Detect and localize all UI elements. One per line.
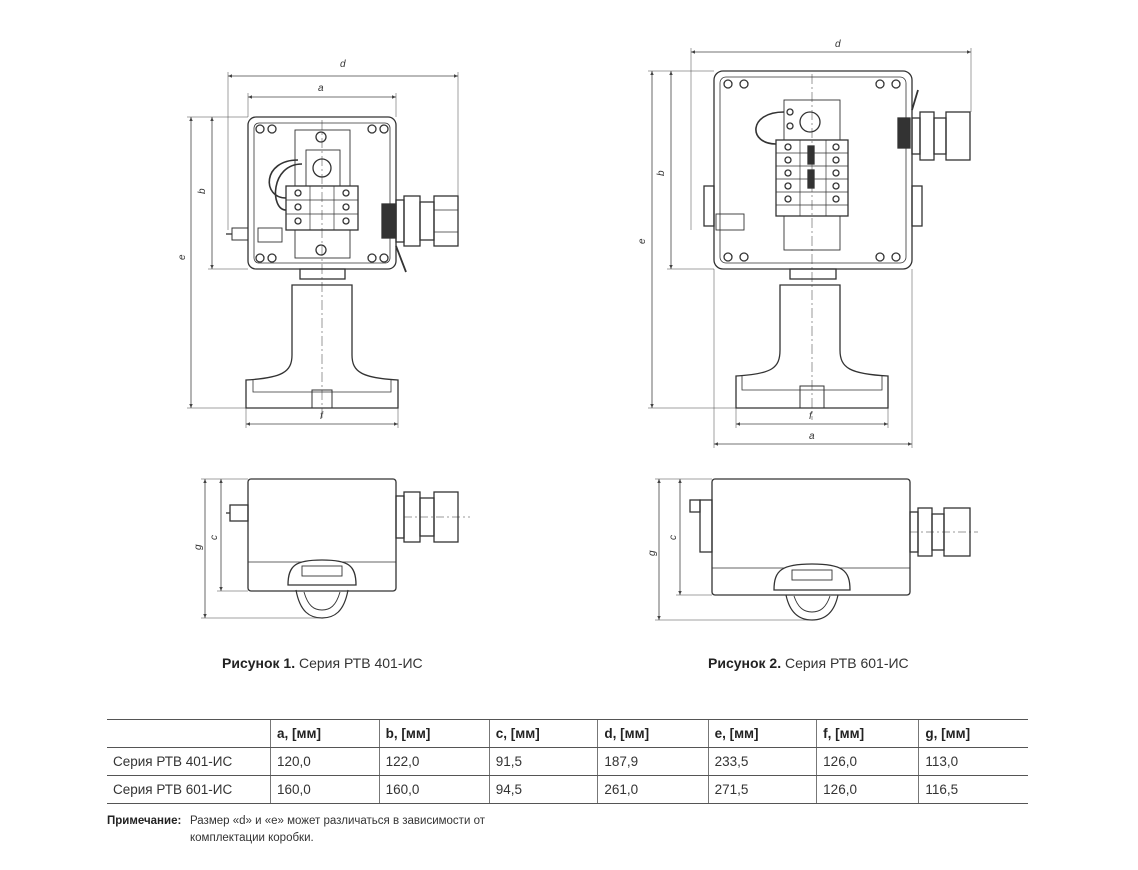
figure-1-caption-label: Рисунок 1.	[222, 655, 296, 671]
table-cell: 187,9	[597, 747, 709, 776]
figure-1-top-view	[226, 116, 459, 420]
table-row: Серия РТВ 401-ИС 120,0 122,0 91,5 187,9 …	[107, 747, 1028, 776]
figure-1-dimensions	[187, 72, 459, 428]
figure-1-caption-text: Серия РТВ 401-ИС	[299, 655, 423, 671]
dim-label-d-fig2: d	[835, 39, 841, 50]
table-cell: 122,0	[378, 747, 490, 776]
table-header-cell: f, [мм]	[816, 719, 919, 748]
table-header-cell: g, [мм]	[918, 719, 1028, 748]
table-header-row: a, [мм] b, [мм] c, [мм] d, [мм] e, [мм] …	[107, 719, 1028, 748]
dim-label-a-fig1: a	[318, 83, 324, 94]
figure-2-top-view	[703, 70, 971, 420]
dim-label-c-fig2: c	[668, 535, 679, 540]
table-cell: 233,5	[707, 747, 817, 776]
figure-2-dimensions	[648, 48, 972, 448]
table-cell: 116,5	[918, 775, 1028, 804]
table-cell: 120,0	[270, 747, 380, 776]
dim-label-b-fig2: b	[656, 170, 667, 176]
dim-label-f-fig2: f	[809, 411, 813, 422]
table-cell: 126,0	[816, 775, 919, 804]
figure-2-caption-text: Серия РТВ 601-ИС	[785, 655, 909, 671]
note-label: Примечание:	[107, 815, 182, 827]
dimensions-table: a, [мм] b, [мм] c, [мм] d, [мм] e, [мм] …	[107, 719, 1028, 804]
figure-2-caption: Рисунок 2. Серия РТВ 601-ИС	[708, 655, 909, 671]
table-header-cell	[107, 719, 271, 748]
dim-label-g-fig2: g	[647, 550, 658, 556]
dim-label-b-fig1: b	[197, 188, 208, 194]
table-row: Серия РТВ 601-ИС 160,0 160,0 94,5 261,0 …	[107, 775, 1028, 804]
table-header-cell: d, [мм]	[597, 719, 709, 748]
note: Примечание: Размер «d» и «e» может разли…	[107, 813, 485, 844]
dim-label-e-fig1: e	[177, 254, 188, 260]
note-text: Размер «d» и «e» может различаться в зав…	[190, 815, 485, 844]
figure-2-side-dimensions	[655, 478, 812, 621]
table-cell: 126,0	[816, 747, 919, 776]
table-cell: 94,5	[488, 775, 598, 804]
figure-2-caption-label: Рисунок 2.	[708, 655, 782, 671]
figure-1-side-dimensions	[201, 478, 322, 619]
table-cell: 271,5	[707, 775, 817, 804]
dim-label-d-fig1: d	[340, 59, 346, 70]
dim-label-c-fig1: c	[209, 535, 220, 540]
table-header-cell: a, [мм]	[270, 719, 380, 748]
dim-label-g-fig1: g	[193, 544, 204, 550]
table-header-cell: b, [мм]	[378, 719, 490, 748]
table-cell: Серия РТВ 401-ИС	[107, 747, 271, 776]
table-header-cell: c, [мм]	[488, 719, 598, 748]
figure-1-side-view	[226, 478, 470, 619]
technical-drawings: d a b e f c g	[177, 39, 978, 621]
table-cell: 91,5	[488, 747, 598, 776]
table-cell: 160,0	[270, 775, 380, 804]
dim-label-e-fig2: e	[637, 238, 648, 244]
table-cell: 113,0	[918, 747, 1028, 776]
table-cell: Серия РТВ 601-ИС	[107, 775, 271, 804]
figure-2-side-view	[689, 478, 978, 621]
table-cell: 261,0	[597, 775, 709, 804]
figure-1-caption: Рисунок 1. Серия РТВ 401-ИС	[222, 655, 423, 671]
dim-label-f-fig1: f	[320, 411, 324, 422]
table-header-cell: e, [мм]	[707, 719, 817, 748]
table-cell: 160,0	[378, 775, 490, 804]
dim-label-a-fig2: a	[809, 431, 815, 442]
